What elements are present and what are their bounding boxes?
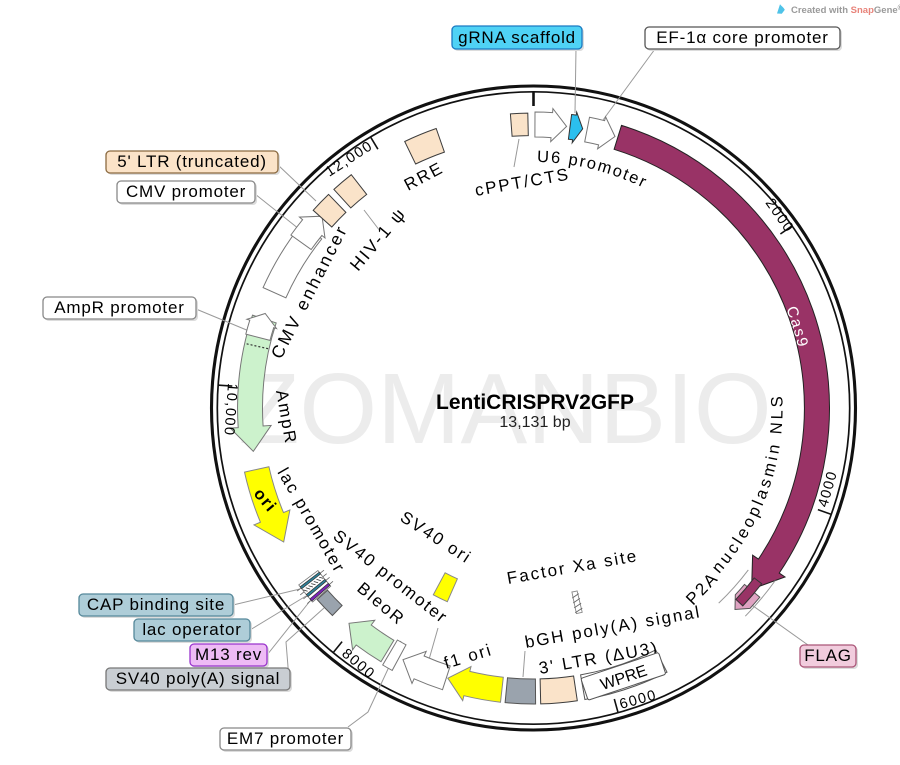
svg-text:lac operator: lac operator <box>142 620 241 639</box>
svg-text:ZOMANBIO: ZOMANBIO <box>238 353 771 465</box>
svg-text:10,000: 10,000 <box>220 383 240 437</box>
svg-text:EF-1α core promoter: EF-1α core promoter <box>656 28 828 47</box>
svg-text:LentiCRISPRV2GFP: LentiCRISPRV2GFP <box>436 391 634 414</box>
svg-text:Created with SnapGene®: Created with SnapGene® <box>791 4 900 16</box>
svg-text:CMV promoter: CMV promoter <box>126 182 246 201</box>
svg-text:AmpR promoter: AmpR promoter <box>54 298 184 317</box>
svg-text:5' LTR (truncated): 5' LTR (truncated) <box>117 152 267 171</box>
svg-text:SV40 poly(A) signal: SV40 poly(A) signal <box>116 669 281 688</box>
svg-text:M13 rev: M13 rev <box>195 645 262 664</box>
svg-text:13,131 bp: 13,131 bp <box>499 414 570 431</box>
svg-text:gRNA scaffold: gRNA scaffold <box>458 28 576 47</box>
svg-text:EM7 promoter: EM7 promoter <box>227 729 344 748</box>
svg-text:FLAG: FLAG <box>804 646 852 665</box>
svg-text:CAP binding site: CAP binding site <box>87 595 225 614</box>
